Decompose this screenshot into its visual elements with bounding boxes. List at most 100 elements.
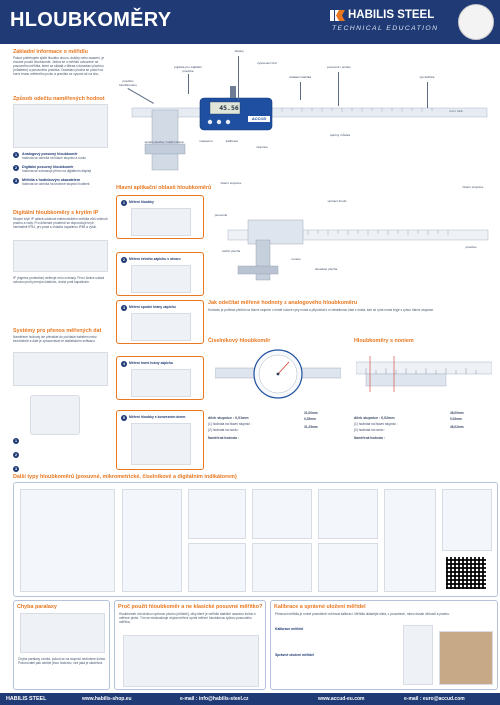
why-illustration (123, 635, 259, 687)
ip-heading: Digitální hloubkoměry s krytím IP (13, 210, 99, 216)
reading-heading: Způsob odečtu naměřených hodnot (13, 96, 105, 102)
label-main-scale-2: hlavní stupnice (462, 185, 484, 189)
footer-web-link-2[interactable]: www.accud-eu.com (318, 696, 365, 702)
application-card: 5 Měření hloubky s konvexním dnem (116, 410, 204, 470)
parallax-illustration (20, 613, 105, 653)
why-section: Proč použít hloubkoměr a ne klasické pos… (114, 600, 266, 690)
reading-section: Způsob odečtu naměřených hodnot (13, 96, 108, 102)
applications-heading: Hlavní aplikační oblasti hloubkoměrů (116, 185, 212, 191)
qr-code-icon[interactable] (446, 557, 486, 589)
how-read-heading: Jak odečítat měřené hodnoty z analogovéh… (208, 300, 358, 306)
display-readout: 45.56 (219, 104, 239, 112)
brand-subtitle: TECHNICAL EDUCATION (332, 25, 439, 32)
dial-heading: Číselníkový hloubkoměr (208, 338, 271, 344)
application-card: 1 Měření hloubky (116, 195, 204, 239)
application-card: 3 Měření spodní hrany zápichu (116, 300, 204, 344)
ip-text: Stupeň krytí IP udává odolnost elektroni… (13, 217, 108, 230)
depth-gauge-product-image (252, 489, 312, 539)
calibration-heading: Kalibrace a správné uložení měřidel (274, 604, 366, 610)
label-setting: nastavení (199, 139, 213, 143)
certification-seal-icon (458, 4, 494, 40)
ip-text-2: IP (Ingress protection) definuje míru oc… (13, 276, 105, 285)
label-buttons: ovládací tlačítka (288, 75, 312, 79)
data-transfer-photo (13, 352, 108, 386)
brand-name: HABILIS STEEL (348, 9, 435, 21)
vernier-reading-section: Hloubkoměry s noniem (354, 338, 494, 344)
calibration-text: Přesnost měřidla je nutné pravidelně ově… (275, 612, 450, 616)
ip-section: Digitální hloubkoměry s krytím IP Stupeň… (13, 210, 108, 229)
footer-logo: HABILIS STEEL (6, 696, 47, 702)
application-card: 2 Měření čelního zápichu v otvoru (116, 252, 204, 296)
digital-gauge-diagram: 45.56 ACCUD pravítko hloubkoměru pojistk… (112, 48, 497, 174)
brand-mark-icon (330, 10, 345, 21)
other-types-section: Další typy hloubkoměrů (posuvné, mikrome… (13, 474, 493, 480)
parallax-heading: Chyba paralaxy (17, 604, 57, 610)
depth-gauge-product-image (188, 489, 246, 539)
how-read-section: Jak odečítat měřené hodnoty z analogovéh… (208, 300, 496, 312)
accud-brand: ACCUD (251, 116, 267, 121)
intro-heading: Základní informace o měřidlu (13, 49, 88, 55)
label-clamp-screw: upínací šroub (327, 199, 347, 203)
application-card: 4 Měření horní hrany zápichu (116, 356, 204, 400)
page-footer: HABILIS STEEL www.habilis-shop.eu e-mail… (0, 693, 500, 705)
depth-gauge-product-image (318, 543, 378, 592)
footer-email-link-2[interactable]: e-mail : euro@accud.com (404, 696, 465, 702)
label-bottom-face: spodní plocha / měřicí hrana (144, 140, 184, 144)
depth-gauge-product-image (20, 489, 115, 592)
gauge-block-image (403, 625, 433, 685)
intro-section: Základní informace o měřidlu Pokud potře… (13, 49, 108, 76)
dial-reading-section: Číselníkový hloubkoměr (208, 338, 348, 344)
depth-gauge-product-image (122, 489, 182, 592)
systems-heading: Systémy pro přenos měřených dat (13, 328, 102, 334)
why-text: Hloubkoměr má širokou opěrnou plochu (mů… (119, 612, 256, 625)
label-slider: posuvník / jezdec (327, 65, 351, 69)
label-slider: posuvník (214, 213, 228, 217)
intro-text: Pokud potřebujete zjistit hloubku otvoru… (13, 56, 105, 77)
label-calibration: kalibrace (225, 139, 239, 143)
other-types-heading: Další typy hloubkoměrů (posuvné, mikrome… (13, 474, 237, 480)
how-read-text: Hodnotu je potřeba přečíst na hlavní stu… (208, 308, 435, 312)
label-lock: pojistka pro zajištění pravítka (173, 65, 203, 73)
footer-email-link[interactable]: e-mail : info@habilis-steel.cz (180, 696, 249, 702)
calibration-sub-1: Kalibrace měřidel (275, 627, 304, 631)
list-item: 3 Měřidla s hodinkovým ukazatelem hodnot… (13, 178, 90, 186)
label-mm-inch: mm / inch (449, 109, 463, 113)
other-types-gallery (13, 482, 498, 597)
label-scale: stupnice (256, 145, 268, 149)
parallax-section: Chyba paralaxy Chyba paralaxy vzniká, po… (13, 600, 110, 690)
vernier-heading: Hloubkoměry s noniem (354, 338, 414, 344)
dial-gauge-illustration (214, 348, 342, 400)
footer-web-link[interactable]: www.habilis-shop.eu (82, 696, 132, 702)
systems-text: Naměřené hodnoty lze přenášet do počítač… (13, 335, 97, 344)
label-bridge: opěrný můstek (329, 133, 351, 137)
depth-gauges-photo (13, 104, 108, 148)
label-measuring-face: měřicí plocha (221, 249, 241, 253)
page-header: HLOUBKOMĚRY HABILIS STEEL TECHNICAL EDUC… (0, 0, 500, 44)
list-item: 1 Analogový posuvný hloubkoměr hodnota s… (13, 152, 86, 160)
page-title: HLOUBKOMĚRY (10, 9, 172, 31)
gauge-case-image (439, 631, 493, 685)
analog-depth-gauge-illustration (227, 219, 489, 281)
label-main-scale: hlavní stupnice (220, 181, 242, 185)
ip-gauges-photo (13, 240, 108, 272)
depth-gauge-product-image (318, 489, 378, 539)
dial-reading-values: dílek stupnice : 0,01mm (1) hodnota na h… (208, 411, 318, 440)
vernier-reading-values: dílek stupnice : 0,02mm (1) hodnota na h… (354, 411, 464, 440)
calibration-sub-2: Správné uložení měřidel (275, 653, 315, 657)
label-ruler: pravítko hloubkoměru (119, 79, 137, 87)
label-vernier: nonius (291, 257, 301, 261)
depth-gauge-product-image (384, 489, 436, 592)
list-item: 2 Digitální posuvný hloubkoměr hodnota s… (13, 165, 92, 173)
parallax-text: Chyba paralaxy vzniká, pokud se na stupn… (18, 657, 107, 666)
depth-gauge-product-image (188, 543, 246, 592)
analog-gauge-diagram: hlavní stupnice posuvník upínací šroub n… (208, 180, 496, 290)
reading-list: 1 Analogový posuvný hloubkoměr hodnota s… (13, 152, 108, 191)
vernier-scale-illustration (355, 348, 493, 400)
applications-section: Hlavní aplikační oblasti hloubkoměrů (116, 185, 226, 191)
calibration-section: Kalibrace a správné uložení měřidel Přes… (270, 600, 498, 690)
systems-section: Systémy pro přenos měřených dat Naměřené… (13, 328, 108, 343)
parallax-diagram-image (30, 395, 80, 435)
label-button-type: typ tlačítka (419, 75, 435, 79)
label-ruler: pravítko (465, 245, 477, 249)
label-seating-face: dosedací plocha (314, 267, 338, 271)
